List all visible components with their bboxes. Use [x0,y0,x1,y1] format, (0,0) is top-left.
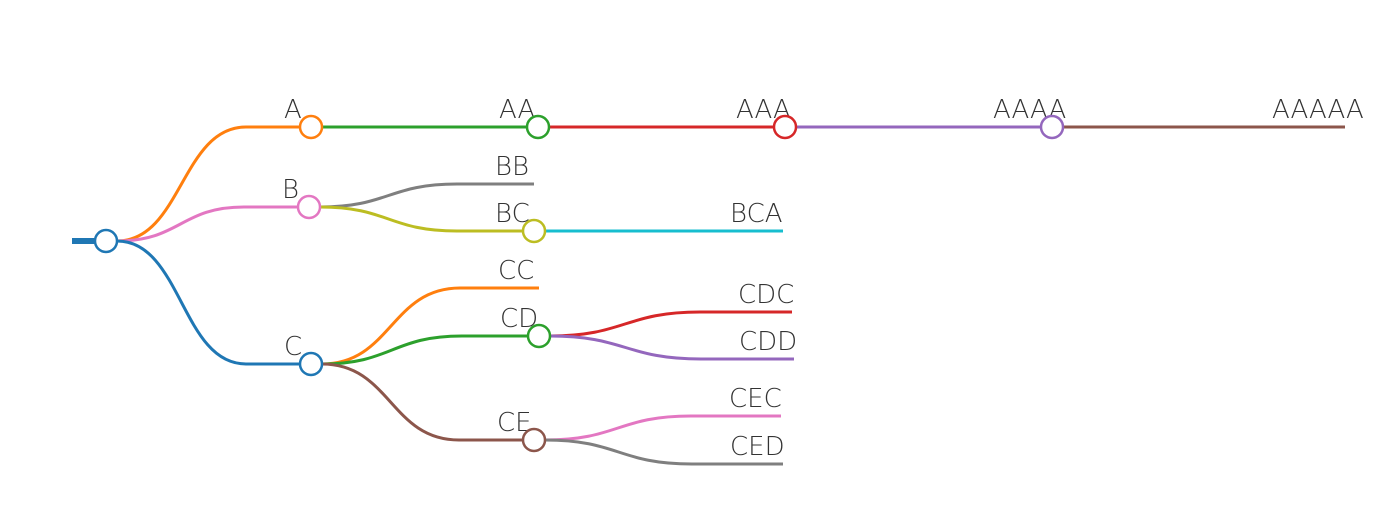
edge-b-to-bc [319,205,523,233]
node-label-bb: BB [495,152,529,182]
edge-cd-to-cdc [549,310,792,338]
node-toggle-a[interactable] [298,114,324,140]
node-label-bca: BCA [730,199,783,229]
node-toggle-root[interactable] [93,228,119,254]
node-label-a: A [284,95,302,125]
node-label-c: C [284,332,302,362]
node-toggle-bc[interactable] [521,218,547,244]
node-label-b: B [282,175,299,205]
edge-cd-to-cdd [549,334,794,361]
edge-root-to-b [116,205,298,243]
node-toggle-aa[interactable] [525,114,551,140]
node-toggle-b[interactable] [296,194,322,220]
edge-c-to-cc [321,286,539,366]
circles-layer [93,114,1065,453]
node-label-bc: BC [495,199,530,229]
node-label-cec: CEC [729,384,782,414]
node-label-aaaaa: AAAAA [1272,95,1364,125]
edge-root-to-c [116,239,300,366]
edge-b-to-bb [319,182,534,209]
node-label-ced: CED [730,432,785,462]
node-label-cdc: CDC [738,280,794,310]
node-toggle-c[interactable] [298,351,324,377]
node-toggle-aaaa[interactable] [1039,114,1065,140]
node-toggle-cd[interactable] [526,323,552,349]
edge-ce-to-ced [544,438,783,466]
edge-c-to-ce [321,362,523,442]
node-toggle-aaa[interactable] [772,114,798,140]
node-toggle-ce[interactable] [521,427,547,453]
edge-ce-to-cec [544,414,781,442]
edges-layer [72,125,1345,466]
node-label-cc: CC [498,256,534,286]
node-label-cdd: CDD [739,327,797,357]
edge-c-to-cd [321,334,528,366]
edge-root-to-a [116,125,300,243]
